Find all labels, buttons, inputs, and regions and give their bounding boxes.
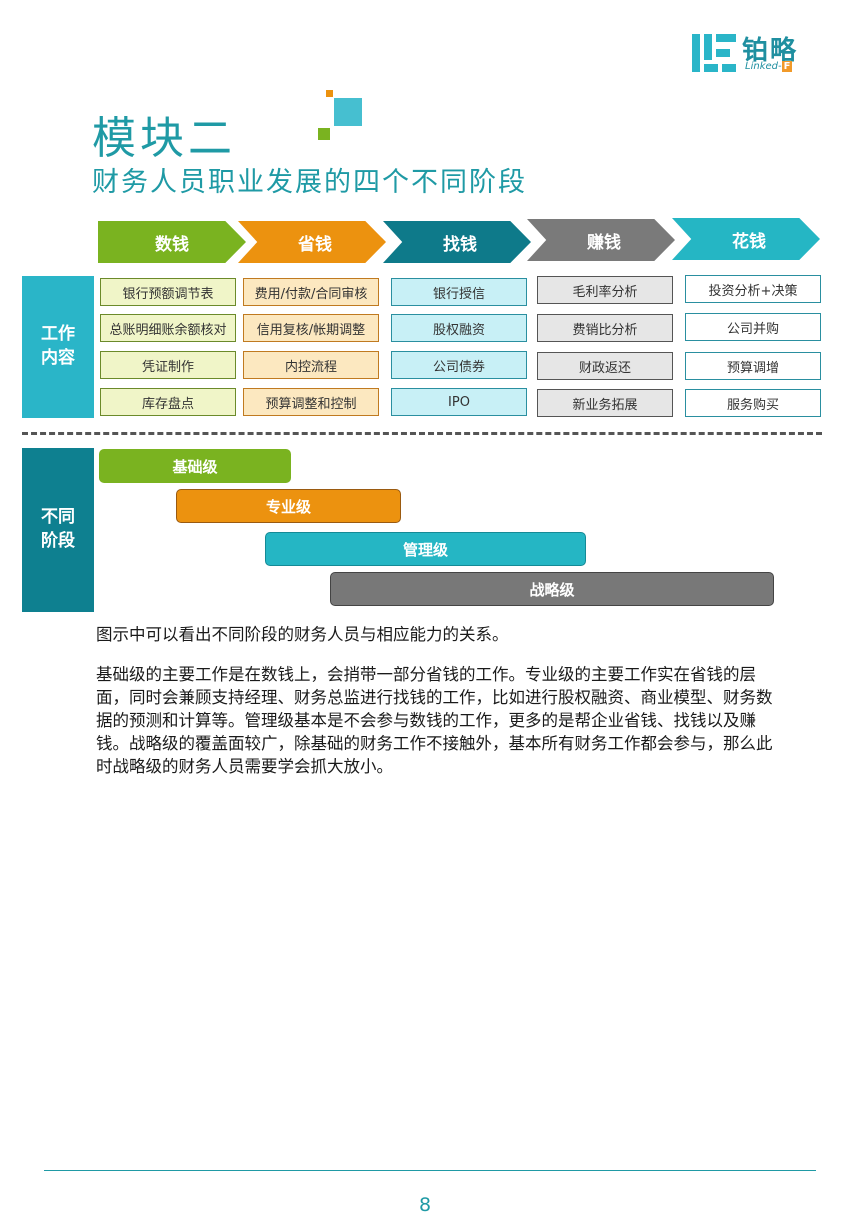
stage-arrow-earn: 赚钱: [527, 219, 675, 261]
grid-cell: 新业务拓展: [537, 389, 673, 417]
logo-mark: [692, 34, 736, 72]
grid-cell: 费销比分析: [537, 314, 673, 342]
grid-cell: 服务购买: [685, 389, 821, 417]
stage-arrow-spend: 花钱: [672, 218, 820, 260]
grid-cell: IPO: [391, 388, 527, 416]
level-bar-management: 管理级: [265, 532, 586, 566]
grid-cell: 内控流程: [243, 351, 379, 379]
page-number: 8: [418, 1194, 432, 1216]
stage-arrow-save: 省钱: [238, 221, 386, 263]
grid-cell: 总账明细账余额核对: [100, 314, 236, 342]
level-bar-professional: 专业级: [176, 489, 401, 523]
stage-label: 不同 阶段: [22, 448, 94, 612]
grid-cell: 股权融资: [391, 314, 527, 342]
decorative-squares: [318, 90, 368, 142]
level-bar-basic: 基础级: [99, 449, 291, 483]
module-title: 模块二: [92, 113, 236, 164]
grid-cell: 银行授信: [391, 278, 527, 306]
grid-cell: 预算调整和控制: [243, 388, 379, 416]
grid-cell: 库存盘点: [100, 388, 236, 416]
grid-cell: 凭证制作: [100, 351, 236, 379]
body-paragraph: 基础级的主要工作是在数钱上，会捎带一部分省钱的工作。专业级的主要工作实在省钱的层…: [96, 665, 773, 776]
stage-arrow-find: 找钱: [383, 221, 531, 263]
page-subtitle: 财务人员职业发展的四个不同阶段: [92, 167, 527, 198]
dashed-divider: [22, 432, 822, 435]
grid-cell: 信用复核/帐期调整: [243, 314, 379, 342]
stage-arrow-count: 数钱: [98, 221, 246, 263]
grid-cell: 财政返还: [537, 352, 673, 380]
grid-cell: 公司并购: [685, 313, 821, 341]
grid-cell: 银行预额调节表: [100, 278, 236, 306]
level-bar-strategic: 战略级: [330, 572, 774, 606]
grid-cell: 投资分析+决策: [685, 275, 821, 303]
logo-name-en: Linked-F: [745, 61, 793, 72]
grid-cell: 费用/付款/合同审核: [243, 278, 379, 306]
grid-cell: 公司债券: [391, 351, 527, 379]
footer-divider: [44, 1170, 816, 1171]
grid-cell: 预算调增: [685, 352, 821, 380]
intro-paragraph: 图示中可以看出不同阶段的财务人员与相应能力的关系。: [96, 625, 509, 644]
work-content-label: 工作 内容: [22, 276, 94, 418]
grid-cell: 毛利率分析: [537, 276, 673, 304]
